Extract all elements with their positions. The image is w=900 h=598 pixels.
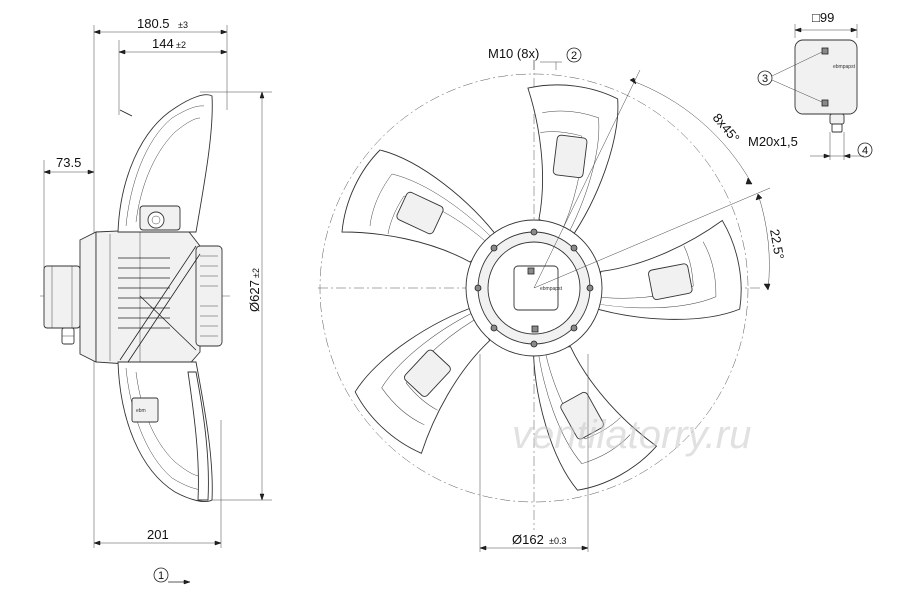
hub-diameter-tol: ±0.3 [549, 536, 566, 546]
callout-2: 2 [571, 50, 577, 62]
rotor-ring-ribs [200, 255, 218, 337]
box-brand-label: ebmpapst [833, 64, 856, 70]
hub-diameter-dim: Ø162 [512, 532, 544, 547]
hub-bolt-holes [474, 228, 594, 348]
blade-depth-tol: ±2 [176, 40, 186, 50]
blade-depth-dim: 144 [152, 36, 174, 51]
rotor-fins [118, 257, 170, 329]
diameter-tol: ±2 [251, 268, 261, 278]
bolt-angle-label: 8x45° [710, 110, 743, 145]
overall-depth-dim: 180.5 [137, 16, 170, 31]
diameter-dim: Ø627 [247, 280, 262, 312]
front-view: ebmpapst [318, 60, 771, 530]
watermark: ventilatorry.ru [512, 413, 751, 457]
cable-gland-label: M20x1,5 [748, 134, 798, 149]
overall-depth-tol: ±3 [178, 20, 188, 30]
impeller-blades [341, 84, 742, 491]
callout-4: 4 [862, 145, 868, 157]
terminal-box-size-dim: □99 [812, 10, 834, 25]
side-view: ebm [40, 25, 272, 548]
callout-1: 1 [158, 570, 164, 582]
svg-text:ebm: ebm [136, 408, 146, 414]
offset-angle-label: 22.5° [767, 228, 787, 261]
callout-3: 3 [762, 73, 768, 85]
base-depth-dim: 201 [147, 527, 169, 542]
mounting-thread-label: M10 (8x) [488, 46, 539, 61]
motor-offset-dim: 73.5 [56, 155, 81, 170]
side-dimensions: 180.5 ±3 144 ±2 73.5 Ø627 ±2 201 1 [43, 16, 265, 585]
terminal-box-detail: ebmpapst □99 3 M20x1,5 4 [748, 10, 873, 160]
hub-brand-label: ebmpapst [540, 286, 563, 292]
